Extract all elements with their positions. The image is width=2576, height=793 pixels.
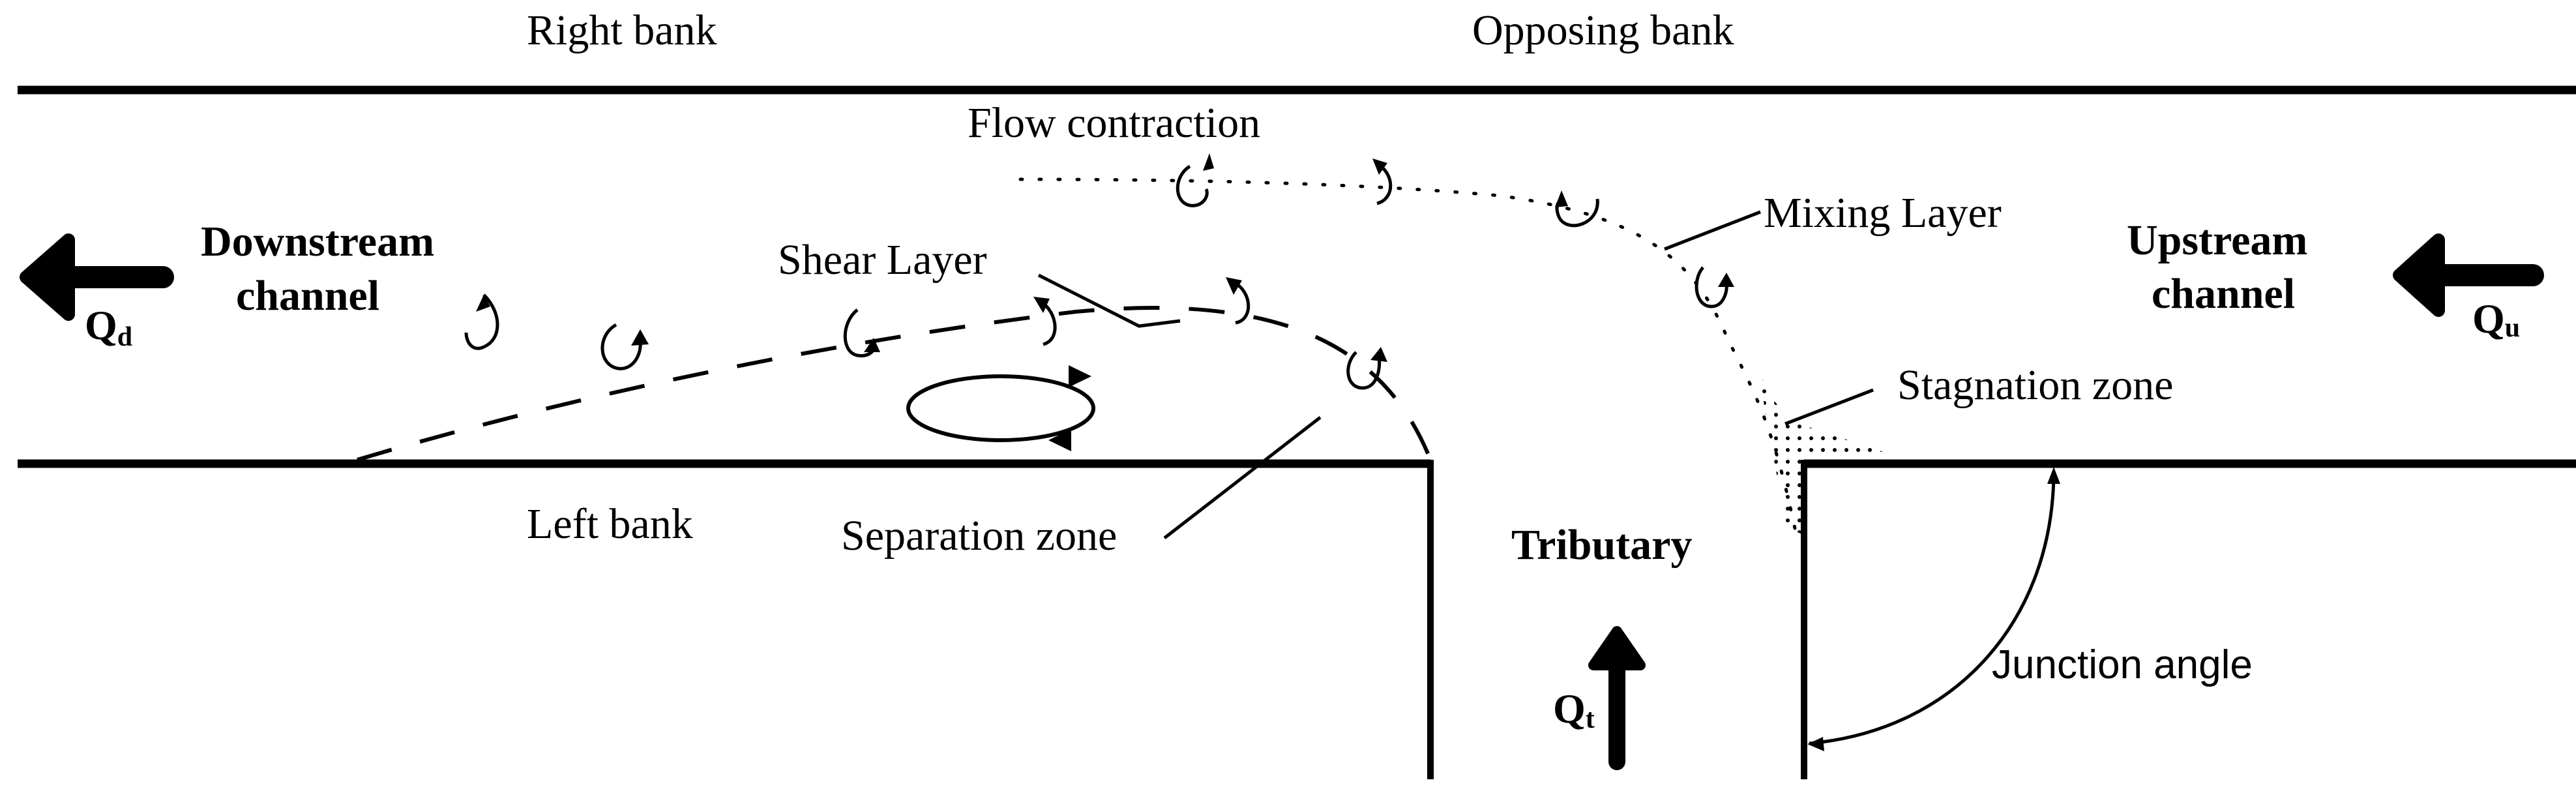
shear-layer-line: [357, 306, 1432, 462]
vortex-7: [1176, 153, 1214, 207]
vortex-3: [843, 308, 880, 357]
stagnation-zone-label: Stagnation zone: [1897, 361, 2173, 409]
upstream-flow-arrow: [2393, 233, 2544, 317]
junction-angle-label: Junction angle: [1992, 642, 2253, 687]
separation-zone-label: Separation zone: [841, 512, 1117, 560]
downstream-flow-arrow: [20, 233, 174, 321]
vortex-5: [1226, 277, 1251, 325]
shear-layer-leader: [1037, 273, 1181, 328]
stagnation-zone: [1757, 365, 1897, 535]
qu-symbol: Qu: [2472, 295, 2520, 343]
vortex-4: [1033, 297, 1057, 346]
mixing-layer-leader: [1664, 210, 1761, 251]
junction-angle-arrowhead-left: [1807, 737, 1824, 751]
downstream-channel-label-1: Downstream: [201, 218, 434, 265]
tributary-label: Tributary: [1511, 521, 1692, 569]
qt-symbol: Qt: [1553, 685, 1595, 734]
stagnation-zone-leader: [1784, 388, 1874, 426]
downstream-channel-label-2: channel: [236, 272, 379, 320]
vortex-2: [600, 323, 649, 370]
qd-symbol: Qd: [85, 302, 132, 352]
right-bank-label: Right bank: [527, 7, 717, 54]
vortex-8: [1372, 158, 1393, 205]
vortex-9: [1555, 190, 1599, 228]
tributary-flow-arrow: [1588, 626, 1646, 770]
mixing-layer-label: Mixing Layer: [1764, 189, 2002, 237]
separation-eddy: [906, 365, 1095, 451]
upstream-channel-label-2: channel: [2152, 270, 2295, 318]
separation-zone-leader: [1163, 416, 1322, 539]
upstream-channel-label-1: Upstream: [2127, 217, 2307, 264]
vortex-10: [1695, 266, 1734, 308]
opposing-bank-label: Opposing bank: [1472, 7, 1734, 54]
junction-angle-arc: [1809, 470, 2056, 745]
vortex-1: [464, 293, 499, 350]
vortex-6: [1346, 347, 1387, 390]
mixing-layer-line: [1018, 177, 1798, 537]
shear-layer-label: Shear Layer: [778, 236, 987, 284]
left-bank-label: Left bank: [527, 500, 693, 548]
flow-contraction-label: Flow contraction: [968, 99, 1260, 147]
junction-angle-arrowhead-top: [2047, 467, 2060, 484]
